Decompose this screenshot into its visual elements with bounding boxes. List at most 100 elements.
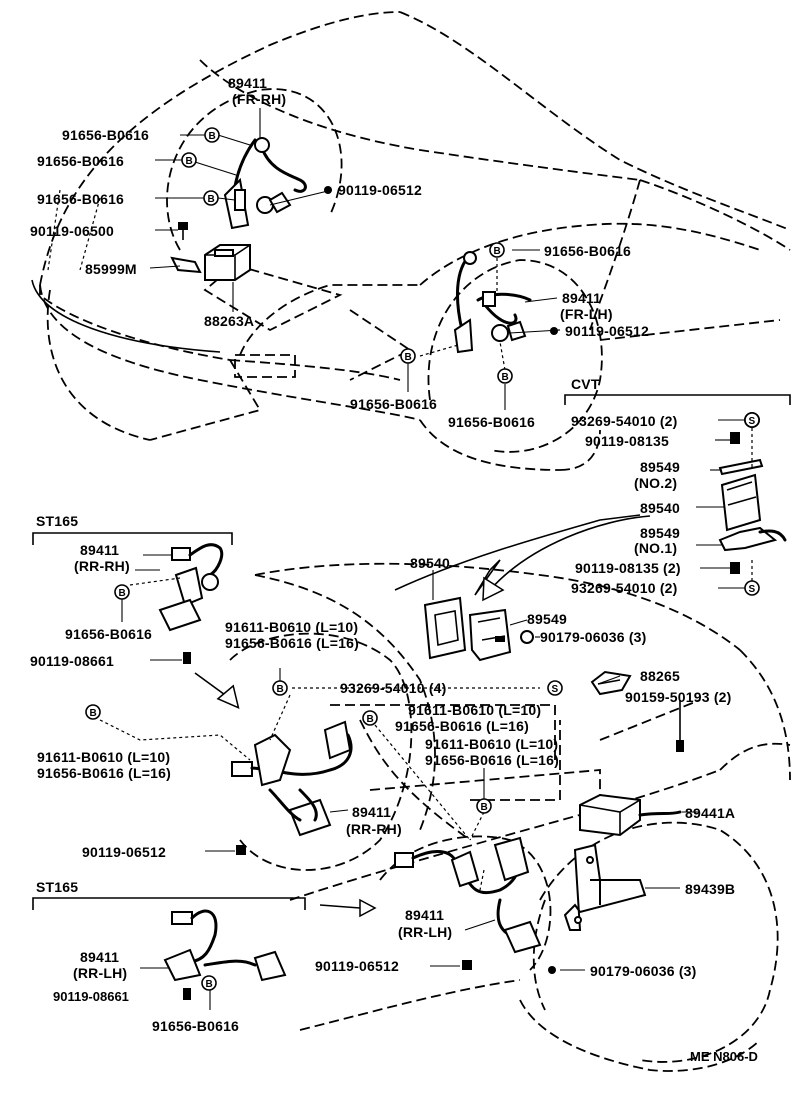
svg-text:S: S bbox=[749, 416, 756, 427]
label-91656-b0616: 91656-B0616 bbox=[37, 153, 124, 169]
svg-text:B: B bbox=[186, 156, 193, 167]
fr-rh-speed-sensor bbox=[223, 137, 307, 230]
st165-brackets bbox=[32, 532, 306, 910]
front-body-outline bbox=[31, 11, 791, 471]
label-93269-54010-2: 93269-54010 (2) bbox=[571, 413, 678, 429]
label-90179-06036-3: 90179-06036 (3) bbox=[540, 629, 647, 645]
label-st165: ST165 bbox=[36, 879, 78, 895]
bolt-b-icon: B bbox=[362, 710, 378, 726]
bolt-b-icon: B bbox=[181, 152, 197, 168]
label-rr-rh: (RR-RH) bbox=[74, 558, 130, 574]
label-91656-b0616: 91656-B0616 bbox=[152, 1018, 239, 1034]
label-90119-08661: 90119-08661 bbox=[30, 653, 114, 669]
svg-text:B: B bbox=[208, 194, 215, 205]
part-labels: 89411 (FR-RH) 91656-B0616 91656-B0616 91… bbox=[30, 75, 758, 1064]
rr-rh-sensor-main bbox=[231, 720, 353, 837]
svg-text:B: B bbox=[405, 352, 412, 363]
label-no1: (NO.1) bbox=[634, 540, 677, 556]
bolt-b-icon: B bbox=[114, 584, 130, 600]
label-90119-06512: 90119-06512 bbox=[315, 958, 399, 974]
label-89411-rr-rh: 89411 bbox=[352, 804, 391, 820]
label-no2: (NO.2) bbox=[634, 475, 677, 491]
bolt-b-icon: B bbox=[204, 127, 220, 143]
label-91656-b0616: 91656-B0616 bbox=[37, 191, 124, 207]
label-89549-no2: 89549 bbox=[640, 459, 680, 475]
drawing-code: ME N806-D bbox=[690, 1049, 758, 1064]
label-89411-fr-rh: 89411 bbox=[228, 75, 267, 91]
fr-rh-wheel-arch bbox=[166, 88, 603, 453]
svg-text:B: B bbox=[481, 802, 488, 813]
label-91611-b0610-l10: 91611-B0610 (L=10) bbox=[225, 619, 358, 635]
label-89411-fr-lh: 89411 bbox=[562, 290, 601, 306]
label-fr-rh: (FR-RH) bbox=[232, 91, 286, 107]
svg-text:B: B bbox=[206, 979, 213, 990]
bolt-b-icon: B bbox=[400, 348, 416, 364]
bolt-b-icon: B bbox=[272, 680, 288, 696]
label-91611-b0610-l10: 91611-B0610 (L=10) bbox=[425, 736, 558, 752]
label-91656-b0616: 91656-B0616 bbox=[448, 414, 535, 430]
svg-text:S: S bbox=[749, 584, 756, 595]
label-88263a: 88263A bbox=[204, 313, 254, 329]
label-88265: 88265 bbox=[640, 668, 680, 684]
label-89540: 89540 bbox=[640, 500, 680, 516]
rr-rh-sensor-st165 bbox=[158, 543, 224, 632]
label-90119-08135: 90119-08135 bbox=[585, 433, 669, 449]
label-91656-b0616: 91656-B0616 bbox=[544, 243, 631, 259]
seal-s-icon: S bbox=[744, 412, 760, 428]
svg-text:B: B bbox=[90, 708, 97, 719]
label-90119-06500: 90119-06500 bbox=[30, 223, 114, 239]
label-89441a: 89441A bbox=[685, 805, 735, 821]
label-89411-rr-rh: 89411 bbox=[80, 542, 119, 558]
rear-body-outline bbox=[229, 562, 791, 1072]
rr-lh-sensor-st165 bbox=[163, 909, 287, 982]
seal-s-icon: S bbox=[547, 680, 563, 696]
bolt-b-icon: B bbox=[201, 975, 217, 991]
label-89549-no1: 89549 bbox=[640, 525, 680, 541]
bolt-symbols: B B B B B B B B B B B B S S S bbox=[85, 127, 760, 991]
label-91611-b0610-l10: 91611-B0610 (L=10) bbox=[37, 749, 170, 765]
cvt-box bbox=[564, 394, 791, 405]
svg-text:B: B bbox=[494, 246, 501, 257]
bolt-b-icon: B bbox=[489, 242, 505, 258]
label-91611-b0610-l10: 91611-B0610 (L=10) bbox=[408, 702, 541, 718]
svg-text:S: S bbox=[552, 684, 559, 695]
direction-arrows bbox=[194, 515, 651, 918]
bracket-89439b bbox=[563, 843, 647, 931]
bolt-b-icon: B bbox=[203, 190, 219, 206]
svg-text:B: B bbox=[209, 131, 216, 142]
label-89411-rr-lh: 89411 bbox=[405, 907, 444, 923]
module-89441a bbox=[579, 700, 684, 837]
svg-text:B: B bbox=[277, 684, 284, 695]
bracket-88265 bbox=[590, 670, 632, 696]
label-93269-54010-4: 93269-54010 (4) bbox=[340, 680, 447, 696]
label-90119-08661: 90119-08661 bbox=[53, 989, 129, 1004]
label-st165: ST165 bbox=[36, 513, 78, 529]
st-ecu-89540 bbox=[394, 514, 641, 662]
label-91656-b0616: 91656-B0616 bbox=[62, 127, 149, 143]
label-90119-08135-2: 90119-08135 (2) bbox=[575, 560, 681, 576]
label-90119-06512: 90119-06512 bbox=[82, 844, 166, 860]
label-91656-b0616-l16: 91656-B0616 (L=16) bbox=[37, 765, 171, 781]
fr-lh-speed-sensor bbox=[453, 251, 532, 354]
label-rr-rh: (RR-RH) bbox=[346, 821, 402, 837]
label-91656-b0616: 91656-B0616 bbox=[350, 396, 437, 412]
label-89540: 89540 bbox=[410, 555, 450, 571]
label-90119-06512: 90119-06512 bbox=[338, 182, 422, 198]
label-cvt: CVT bbox=[571, 376, 600, 392]
bolt-b-icon: B bbox=[85, 704, 101, 720]
svg-text:B: B bbox=[119, 588, 126, 599]
bolt-b-icon: B bbox=[476, 798, 492, 814]
label-91656-b0616-l16: 91656-B0616 (L=16) bbox=[225, 635, 359, 651]
seal-s-icon: S bbox=[744, 580, 760, 596]
module-88263a bbox=[170, 222, 251, 281]
label-rr-lh: (RR-LH) bbox=[398, 924, 452, 940]
cvt-ecu-89540 bbox=[718, 412, 787, 585]
label-90159-50193-2: 90159-50193 (2) bbox=[625, 689, 732, 705]
hardware-glyphs bbox=[183, 186, 558, 1000]
label-91656-b0616-l16: 91656-B0616 (L=16) bbox=[425, 752, 559, 768]
rr-lh-sensor-main bbox=[394, 836, 542, 954]
label-91656-b0616: 91656-B0616 bbox=[65, 626, 152, 642]
label-91656-b0616-l16: 91656-B0616 (L=16) bbox=[395, 718, 529, 734]
label-89549: 89549 bbox=[527, 611, 567, 627]
